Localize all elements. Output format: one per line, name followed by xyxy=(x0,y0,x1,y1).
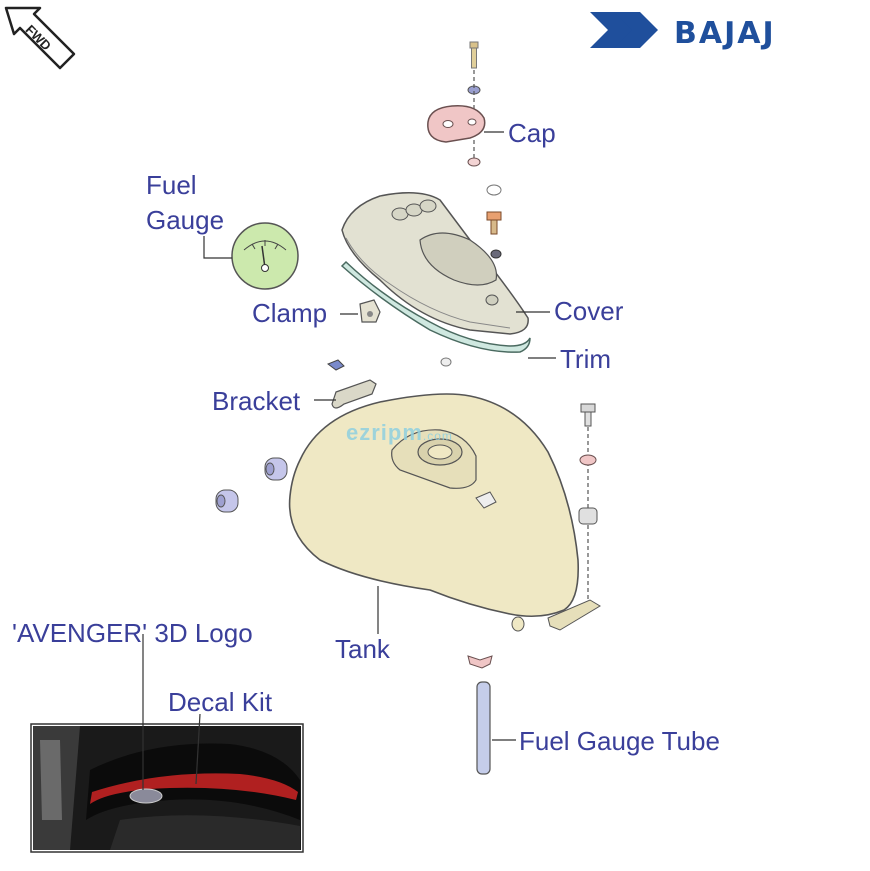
clamp-part xyxy=(359,299,381,323)
bracket-part xyxy=(326,359,377,409)
label-fuel-gauge-line1: Fuel xyxy=(146,170,197,200)
cap-washer xyxy=(467,157,481,167)
label-avenger-logo: 'AVENGER' 3D Logo xyxy=(12,618,253,648)
label-fuel-gauge-line2: Gauge xyxy=(146,205,225,235)
tank-part xyxy=(288,393,601,632)
rear-washer xyxy=(579,454,597,466)
cap-screw xyxy=(469,41,479,69)
label-decal-kit: Decal Kit xyxy=(168,687,273,717)
small-nut xyxy=(440,357,452,367)
decal-photo xyxy=(30,723,304,853)
brand-name: BAJAJ xyxy=(674,16,776,51)
cover-part xyxy=(341,192,529,335)
label-clamp: Clamp xyxy=(252,298,328,328)
label-cover: Cover xyxy=(554,296,624,326)
trim-part xyxy=(340,260,531,353)
rubber-bush-1 xyxy=(264,457,288,481)
decal-leader xyxy=(195,713,201,785)
cover-grommet xyxy=(490,249,502,259)
rear-rubber xyxy=(578,507,598,525)
rubber-bush-2 xyxy=(215,489,239,513)
label-tank: Tank xyxy=(335,634,390,664)
o-ring xyxy=(486,184,502,196)
watermark: ezripm.com xyxy=(346,420,453,446)
forward-arrow-icon xyxy=(4,6,76,70)
fuel-gauge-part xyxy=(231,222,299,290)
label-fuel-gauge-tube: Fuel Gauge Tube xyxy=(519,726,720,756)
label-trim: Trim xyxy=(560,344,612,374)
fwd-badge: FWD xyxy=(4,6,76,70)
watermark-suffix: .com xyxy=(422,429,453,443)
bajaj-logo-icon xyxy=(590,12,658,48)
cap-part xyxy=(427,105,486,143)
watermark-text: ezripm xyxy=(346,420,423,445)
rear-bolt xyxy=(580,403,596,427)
label-bracket: Bracket xyxy=(212,386,301,416)
wing-nut xyxy=(467,655,493,669)
fuel-gauge-leader xyxy=(203,236,232,259)
cover-bolt xyxy=(486,211,502,235)
label-cap: Cap xyxy=(508,118,556,148)
fuel-gauge-tube-part xyxy=(476,681,491,775)
